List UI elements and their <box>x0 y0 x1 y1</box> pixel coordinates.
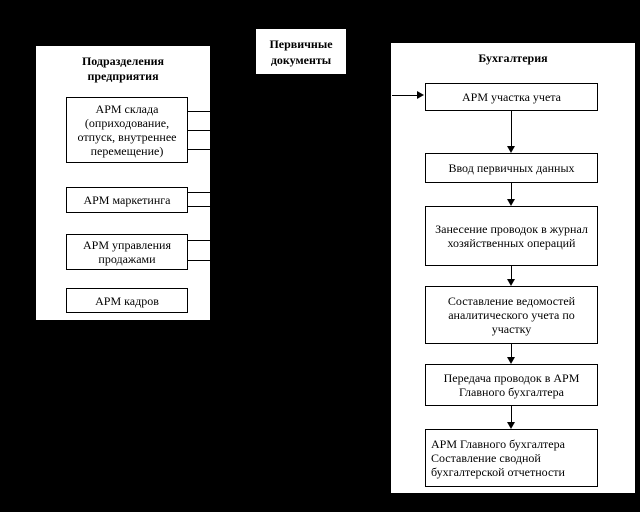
node-warehouse-arm: АРМ склада (оприходование, отпуск, внутр… <box>66 97 188 163</box>
flow-arrow-line <box>511 266 512 279</box>
node-sales-arm: АРМ управления продажами <box>66 234 188 270</box>
step-primary-data-entry: Ввод первичных данных <box>425 153 598 183</box>
subdivisions-panel-title-text: Подразделения предприятия <box>81 54 165 83</box>
flow-arrow-line <box>511 344 512 357</box>
flow-arrowhead-icon <box>507 357 515 364</box>
subdivisions-panel-title: Подразделения предприятия <box>36 54 210 84</box>
connector-line <box>187 206 210 207</box>
flow-arrow-line <box>511 111 512 146</box>
flow-arrowhead-icon <box>507 279 515 286</box>
step-journal-posting: Занесение проводок в журнал хозяйственны… <box>425 206 598 266</box>
connector-line <box>187 111 210 112</box>
connector-line <box>187 192 210 193</box>
connector-line <box>187 130 210 131</box>
accounting-panel-title: Бухгалтерия <box>478 51 548 65</box>
flow-arrow-line <box>511 406 512 422</box>
node-marketing-arm: АРМ маркетинга <box>66 187 188 213</box>
step-transfer-to-chief-accountant: Передача проводок в АРМ Главного бухгалт… <box>425 364 598 406</box>
step-chief-accountant-arm: АРМ Главного бухгалтера Составление свод… <box>425 429 598 487</box>
connector-line <box>187 149 210 150</box>
input-arrow-line <box>392 95 418 96</box>
primary-documents-box: Первичные документы <box>255 28 347 75</box>
flow-arrow-line <box>511 183 512 199</box>
step-analytical-statements: Составление ведомостей аналитического уч… <box>425 286 598 344</box>
accounting-panel: Бухгалтерия АРМ участка учета Ввод перви… <box>390 42 636 494</box>
node-hr-arm: АРМ кадров <box>66 288 188 313</box>
subdivisions-panel: Подразделения предприятия АРМ склада (оп… <box>35 45 211 321</box>
connector-line <box>187 240 210 241</box>
flow-arrowhead-icon <box>507 199 515 206</box>
step-accounting-section-arm: АРМ участка учета <box>425 83 598 111</box>
input-arrowhead-icon <box>417 91 424 99</box>
flow-arrowhead-icon <box>507 422 515 429</box>
connector-line <box>187 260 210 261</box>
flow-arrowhead-icon <box>507 146 515 153</box>
